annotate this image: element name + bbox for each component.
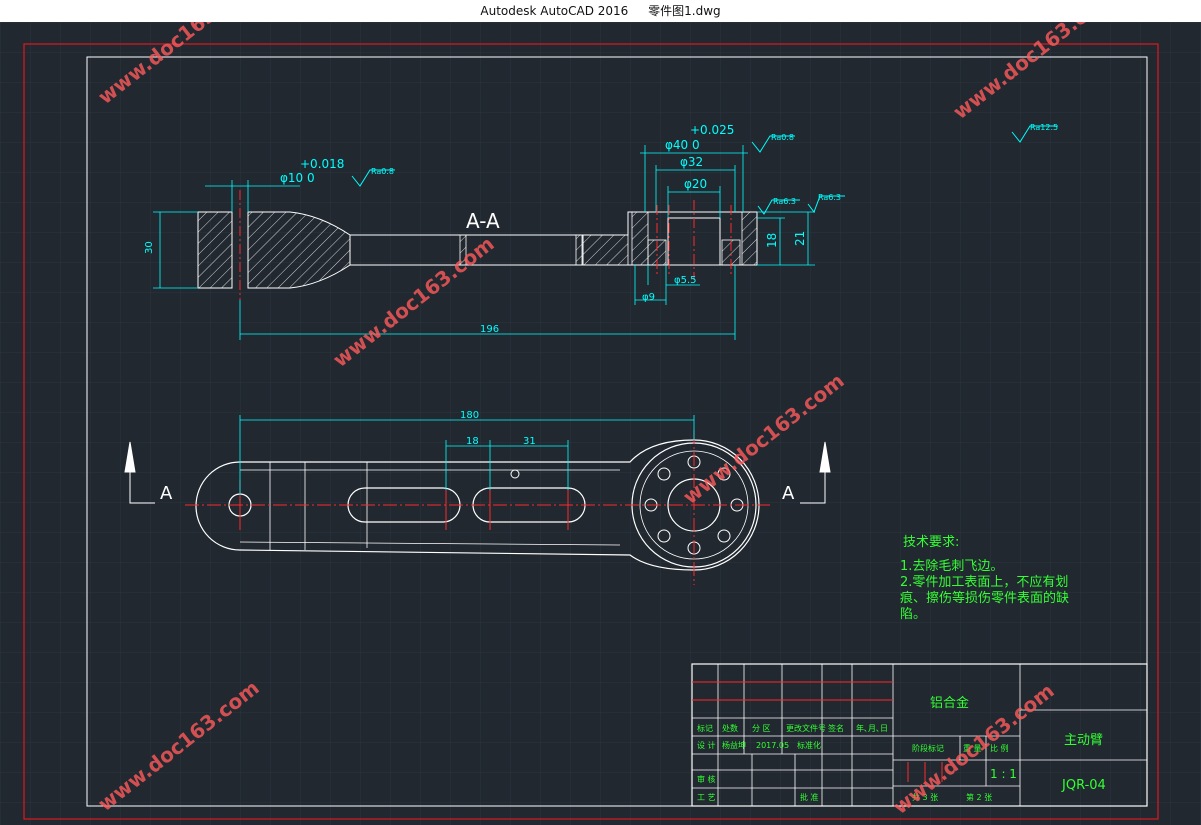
section-arrow-label: A xyxy=(160,483,173,504)
tb-label: 批 准 xyxy=(800,792,819,802)
small-hole xyxy=(510,469,520,479)
dim-phi40: φ40 0 xyxy=(665,138,700,152)
title-block-red-lines xyxy=(692,681,943,782)
dim-len18: 18 xyxy=(466,436,479,447)
title-block[interactable]: 标记 处数 分 区 更改文件号 签名 年､月､日 设 计 杨益坤 2017.05… xyxy=(691,663,1148,807)
title-block-grid xyxy=(692,664,1147,806)
tb-label: 审 核 xyxy=(697,774,716,784)
title-block-frame xyxy=(691,663,1148,807)
tb-label: 重 量 xyxy=(963,743,982,753)
dim-phi20: φ20 xyxy=(684,177,707,191)
tech-line: 1.去除毛刺飞边。 xyxy=(900,559,1003,574)
tb-label: 标准化 xyxy=(797,740,821,750)
section-rib-hatch-2 xyxy=(575,234,583,266)
drawing-number: JQR-04 xyxy=(1061,778,1106,793)
dim-tol: +0.025 xyxy=(690,123,734,137)
dim-phi55: φ5.5 xyxy=(674,275,697,286)
roughness-label: Ra0.8 xyxy=(771,133,794,142)
tech-line: 2.零件加工表面上，不应有划 xyxy=(900,574,1068,590)
dim-len196: 196 xyxy=(480,324,499,335)
tb-label: 共 3 张 xyxy=(912,793,938,802)
tb-label: 第 2 张 xyxy=(966,792,992,802)
dim-phi9: φ9 xyxy=(642,292,655,303)
section-dimension-lines xyxy=(153,145,815,340)
tb-value: 杨益坤 xyxy=(722,740,746,750)
tb-header: 签名 xyxy=(828,723,844,733)
dim-len31: 31 xyxy=(523,436,536,447)
plan-dimension-lines xyxy=(239,415,695,495)
roughness-label: Ra6.3 xyxy=(773,197,796,206)
roughness-general: Ra12.5 xyxy=(1030,123,1058,132)
tb-label: 阶段标记 xyxy=(912,743,944,753)
tb-header: 分 区 xyxy=(752,724,771,733)
roughness-label: Ra0.8 xyxy=(371,167,394,176)
arm-outline xyxy=(195,439,760,571)
tech-line: 痕、擦伤等损伤零件表面的缺 xyxy=(900,590,1069,606)
window-titlebar: Autodesk AutoCAD 2016 零件图1.dwg xyxy=(0,0,1201,22)
roughness-label: Ra6.3 xyxy=(818,193,841,202)
tb-value: 2017.05 xyxy=(756,741,789,750)
material: 铝合金 xyxy=(930,695,969,711)
tb-label: 比 例 xyxy=(990,743,1009,753)
section-label: A-A xyxy=(466,209,500,233)
app-title: Autodesk AutoCAD 2016 xyxy=(480,4,629,18)
tech-title: 技术要求: xyxy=(903,535,959,550)
section-left-boss xyxy=(197,211,351,289)
tb-header: 标记 xyxy=(697,723,713,733)
tb-header: 更改文件号 xyxy=(786,723,826,733)
arm-inner-outline xyxy=(239,469,621,546)
tech-line: 陷。 xyxy=(900,607,926,622)
dim-len180: 180 xyxy=(460,410,479,421)
roughness-symbols xyxy=(351,125,1058,215)
section-dimension-text: +0.018 φ10 0 +0.025 φ40 0 φ32 φ20 30 18 … xyxy=(144,123,807,335)
scale-value: 1 : 1 xyxy=(990,767,1017,781)
drawing-canvas[interactable]: A-A +0.018 φ10 0 +0.025 φ40 0 φ32 φ20 30… xyxy=(0,22,1201,825)
dim-h21: 21 xyxy=(793,231,807,246)
section-arrow-label: A xyxy=(782,483,795,504)
plan-view[interactable]: 180 18 31 A A xyxy=(124,410,831,585)
dim-phi32: φ32 xyxy=(680,155,703,169)
tb-label: 设 计 xyxy=(697,740,716,750)
model-grid xyxy=(0,22,1201,825)
part-name: 主动臂 xyxy=(1064,733,1103,748)
section-rib-hatch-1 xyxy=(459,234,467,266)
section-arrow-right xyxy=(800,441,831,504)
dim-tol: +0.018 xyxy=(300,157,344,171)
section-shaft xyxy=(350,234,583,266)
dim-h30: 30 xyxy=(144,241,155,254)
section-arrow-left xyxy=(124,441,155,504)
drawing-frame xyxy=(86,56,1148,807)
tb-label: 工 艺 xyxy=(697,793,716,802)
tb-header: 处数 xyxy=(722,723,738,733)
dim-h18: 18 xyxy=(765,233,779,248)
file-name: 零件图1.dwg xyxy=(648,4,721,18)
tech-requirements[interactable]: 技术要求: 1.去除毛刺飞边。 2.零件加工表面上，不应有划 痕、擦伤等损伤零件… xyxy=(900,535,1069,622)
outer-border xyxy=(23,43,1159,820)
tb-header: 年､月､日 xyxy=(856,723,888,733)
dim-phi10: φ10 0 xyxy=(280,171,315,185)
section-view[interactable]: A-A +0.018 φ10 0 +0.025 φ40 0 φ32 φ20 30… xyxy=(144,123,1058,340)
